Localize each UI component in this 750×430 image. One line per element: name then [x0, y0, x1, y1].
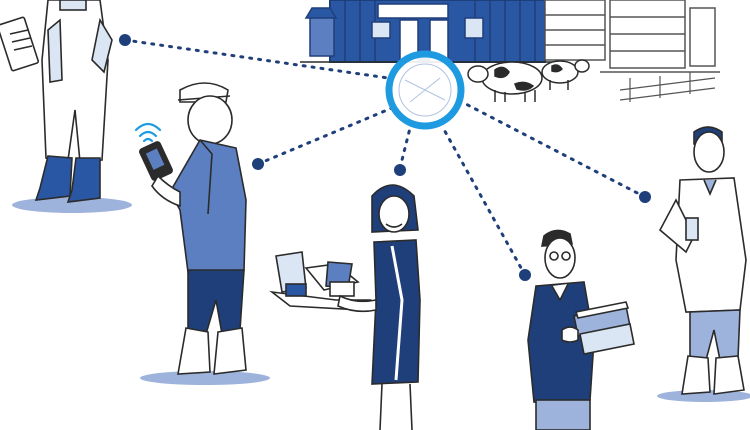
farmer-with-clipboard [0, 0, 132, 213]
network-connections [123, 38, 647, 277]
grain-silos [544, 0, 720, 102]
man-with-phone [134, 82, 270, 385]
smartphone-icon [139, 141, 173, 181]
packages [573, 301, 635, 355]
network-endpoints [119, 34, 651, 281]
cows [467, 59, 590, 102]
farm-barn [300, 0, 560, 63]
lab-scientist [657, 126, 750, 402]
woman-with-tray [269, 184, 421, 430]
man-with-packages [527, 229, 635, 430]
network-hub-icon [385, 50, 465, 130]
wifi-signal-icon [134, 122, 162, 143]
clipboard-icon [0, 16, 40, 72]
dairy-products [275, 251, 360, 297]
